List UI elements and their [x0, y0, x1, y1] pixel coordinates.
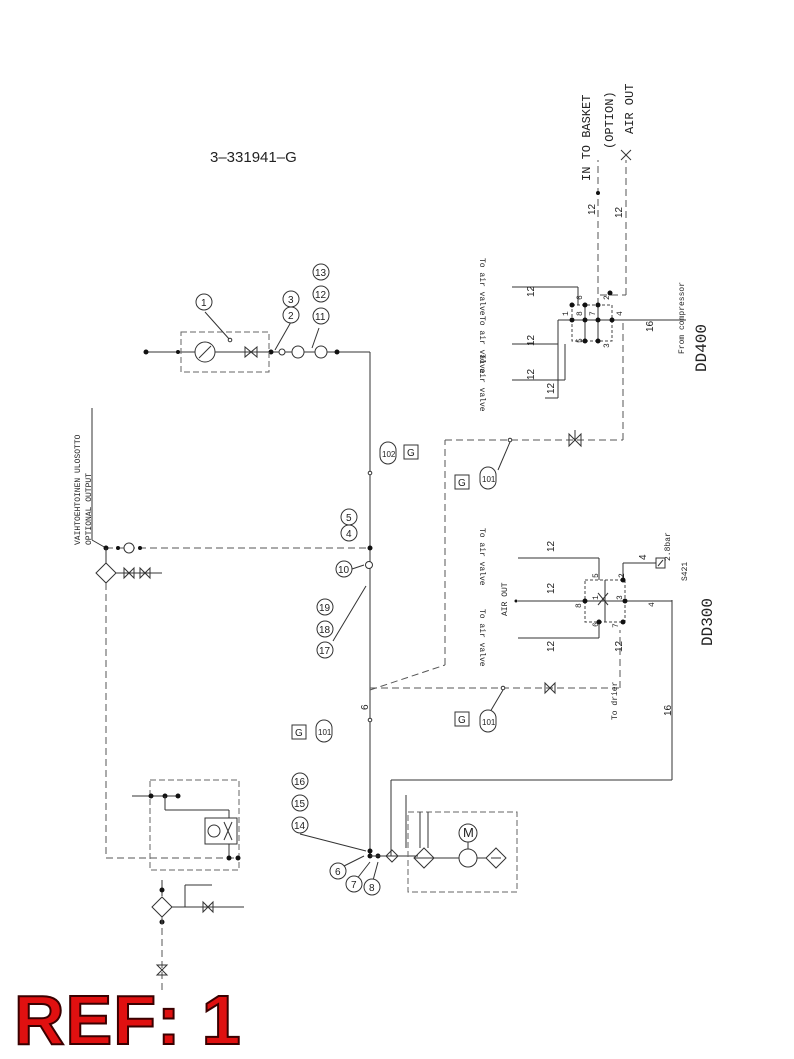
bubble-14: 14	[294, 821, 306, 832]
motor-label: M	[463, 825, 474, 840]
main-trunk	[367, 352, 381, 859]
dd300-port-8: 8	[575, 603, 584, 608]
label-to-air-valve-2: To air valve	[477, 316, 486, 374]
pipe-label-12-i: 12	[587, 203, 598, 215]
dd300-valve-block	[514, 557, 672, 639]
model-dd400: DD400	[693, 324, 711, 372]
g-marker-4: G	[458, 715, 466, 726]
bubble-13: 13	[315, 268, 327, 279]
bubble-101-left: 101	[318, 728, 332, 737]
bubble-2: 2	[288, 311, 294, 322]
pipe-label-16-dd400: 16	[645, 320, 656, 332]
bubble-16: 16	[294, 777, 306, 788]
pipe-label-12-a: 12	[546, 540, 557, 552]
dd400-valve-block	[512, 149, 686, 399]
pipe-label-12-d: 12	[614, 640, 625, 652]
g-marker-3: G	[295, 728, 303, 739]
pipe-label-4-dd300: 4	[638, 554, 649, 560]
pipe-label-12-g: 12	[526, 368, 537, 380]
dd400-port-7: 7	[589, 311, 598, 316]
bubble-102: 102	[382, 450, 396, 459]
bubble-3: 3	[288, 295, 294, 306]
dd300-port-6: 6	[592, 622, 601, 627]
pipe-label-12-e: 12	[526, 285, 537, 297]
bubble-10: 10	[338, 565, 350, 576]
label-optional-output-fi: VAIHTOEHTOINEN ULOSOTTO	[74, 434, 83, 545]
bubble-12: 12	[315, 290, 327, 301]
label-air-out-dd300: AIR OUT	[501, 582, 510, 616]
model-dd300: DD300	[699, 598, 717, 646]
dd300-port-7: 7	[612, 623, 621, 628]
dd400-port-2: 2	[603, 295, 612, 300]
label-to-air-valve-4: To air valve	[477, 528, 486, 586]
bubble-4: 4	[346, 529, 352, 540]
g-markers: G G G G	[291, 444, 470, 740]
label-to-air-valve-5: To air valve	[477, 609, 486, 667]
optional-output-branch	[91, 408, 370, 859]
dd300-port-2: 2	[618, 573, 627, 578]
label-to-air-valve-1: To air valve	[477, 258, 486, 316]
label-optional-output-en: OPTIONAL OUTPUT	[85, 473, 94, 545]
top-filter-line	[143, 311, 370, 373]
port-labels: 5 2 8 1 3 4 6 7 6 2 8 1 7 4 5 3	[562, 295, 657, 628]
dd300-port-5: 5	[592, 573, 601, 578]
label-option: (OPTION)	[603, 91, 617, 149]
bubble-5: 5	[346, 513, 352, 524]
g-marker-1: G	[407, 448, 415, 459]
ref-label: REF: 1	[13, 981, 242, 1059]
bubble-6: 6	[335, 867, 341, 878]
label-switch-s421: S421	[681, 562, 690, 581]
pipe-label-6: 6	[360, 704, 371, 710]
dd400-port-4: 4	[616, 311, 625, 316]
bottom-left-assembly	[132, 779, 244, 990]
bubble-101-top: 101	[482, 475, 496, 484]
bubble-17: 17	[319, 646, 331, 657]
dd400-port-5: 5	[576, 338, 585, 343]
bubble-18: 18	[319, 625, 331, 636]
dd400-port-3: 3	[603, 343, 612, 348]
bubble-1: 1	[201, 298, 207, 309]
dd400-port-6: 6	[576, 295, 585, 300]
label-to-drier: To drier	[611, 681, 620, 720]
dd300-connection	[369, 320, 624, 713]
pipe-label-12-h: 12	[546, 382, 557, 394]
pipe-label-12-f: 12	[526, 334, 537, 346]
pipe-label-16-dd300: 16	[663, 704, 674, 716]
bubble-15: 15	[294, 799, 306, 810]
drawing-number: 3–331941–G	[210, 149, 297, 166]
bubble-8: 8	[369, 883, 375, 894]
pipe-label-12-c: 12	[546, 640, 557, 652]
bubble-11: 11	[315, 312, 326, 323]
text-labels: IN TO BASKET (OPTION) AIR OUT DD400 DD30…	[74, 84, 717, 720]
dd300-port-1: 1	[592, 595, 601, 600]
bubble-19: 19	[319, 603, 331, 614]
label-from-compressor: From compressor	[678, 282, 687, 354]
bubble-101-bottom: 101	[482, 718, 496, 727]
label-to-air-valve-3: To air valve	[477, 354, 486, 412]
bubble-7: 7	[351, 880, 357, 891]
label-in-to-basket: IN TO BASKET	[580, 95, 594, 181]
pipe-label-12-j: 12	[614, 206, 625, 218]
pipe-label-12-b: 12	[546, 582, 557, 594]
part-bubbles: 1 2 3 11 12 13 102 4 5 10 17 18 19 101 1…	[195, 263, 497, 896]
dd400-port-8: 8	[576, 311, 585, 316]
dd300-port-3: 3	[616, 595, 625, 600]
compressor-unit: M	[299, 600, 673, 893]
label-air-out-top: AIR OUT	[623, 84, 637, 134]
dd400-port-1: 1	[562, 311, 571, 316]
label-pressure: 2.8bar	[664, 532, 673, 561]
dd300-port-4: 4	[648, 602, 657, 607]
pipe-labels: 6 16 16 12 12 12 12 4 12 12 12 12 12 12	[360, 203, 674, 716]
g-marker-2: G	[458, 478, 466, 489]
